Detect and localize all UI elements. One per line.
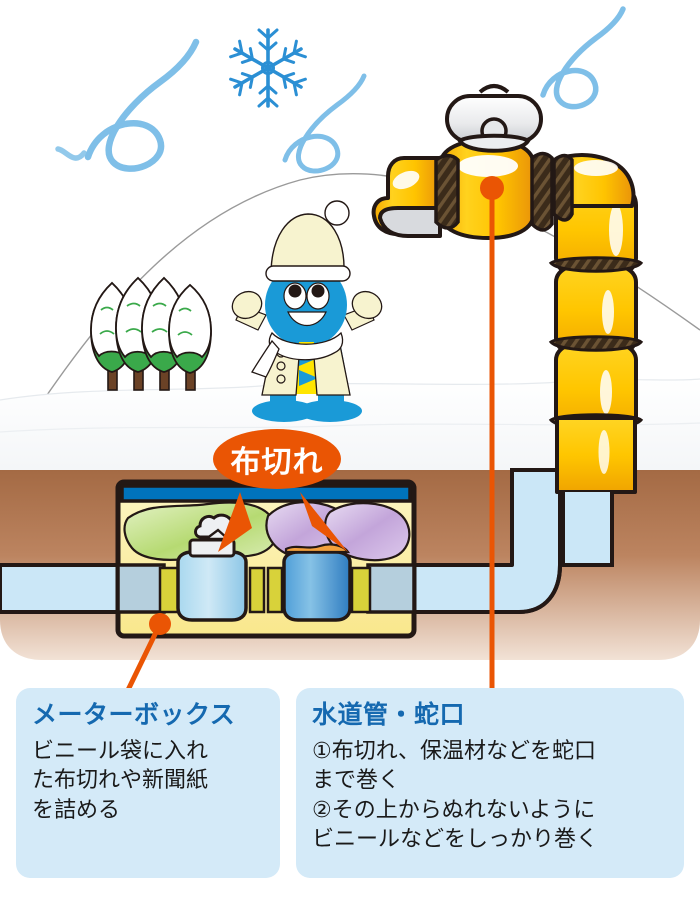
wind-swirl-icon bbox=[282, 73, 367, 174]
panel-title-water-pipe: 水道管・蛇口 bbox=[312, 701, 466, 729]
panel-body-meter-box: ビニール袋に入れ た布切れや新聞紙 を詰める bbox=[32, 738, 209, 822]
wind-swirl-icon bbox=[55, 38, 200, 172]
riser-into-ground bbox=[555, 416, 637, 567]
leader-line-faucet bbox=[480, 176, 504, 690]
wind-swirl-icon bbox=[540, 6, 626, 110]
snowflake-icon bbox=[229, 28, 307, 108]
panel-title-meter-box: メーターボックス bbox=[32, 701, 236, 729]
cloth-callout-bubble bbox=[213, 429, 348, 552]
water-meter-icon bbox=[115, 479, 417, 639]
info-panel-water-pipe: 水道管・蛇口 ①布切れ、保温材などを蛇口 まで巻く ②その上からぬれないように … bbox=[296, 688, 684, 878]
snow-tree-icon bbox=[90, 276, 212, 391]
water-drop-mascot bbox=[231, 200, 383, 422]
panel-body-water-pipe: ①布切れ、保温材などを蛇口 まで巻く ②その上からぬれないように ビニールなどを… bbox=[312, 738, 599, 852]
leader-line-meter bbox=[125, 613, 171, 692]
info-panel-meter-box: メーターボックス ビニール袋に入れ た布切れや新聞紙 を詰める bbox=[16, 688, 280, 878]
